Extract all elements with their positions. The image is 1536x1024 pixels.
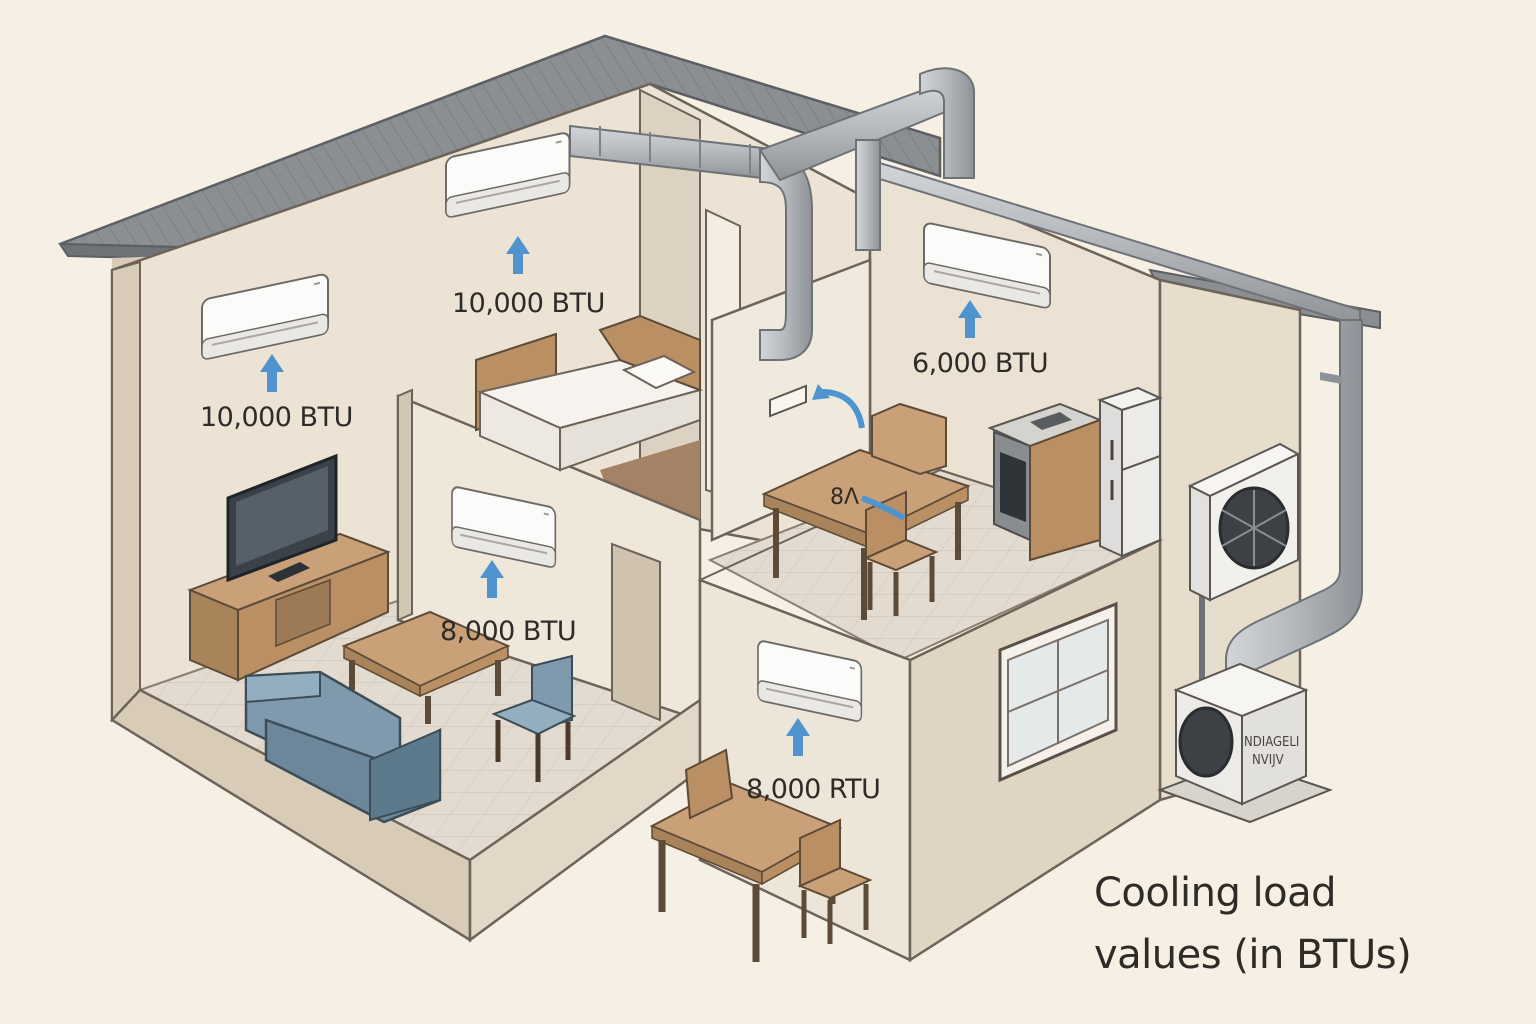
dining-area-load-label: 8,000 RTU	[746, 774, 880, 805]
coffee-table	[341, 610, 511, 724]
armchair	[491, 654, 577, 782]
outdoor-unit-label-line2: NVIJV	[1252, 753, 1284, 768]
dining-table-partial-label: 8Λ	[830, 485, 859, 510]
sofa	[244, 670, 442, 824]
bedroom	[475, 314, 704, 472]
bedroom-load-label: 10,000 BTU	[452, 288, 605, 319]
kitchen-load-label: 6,000 BTU	[912, 348, 1048, 379]
refrigerator	[1097, 386, 1163, 558]
caption-line-1: Cooling load	[1094, 870, 1336, 916]
left-room-load-label: 10,000 BTU	[200, 402, 353, 433]
dining-table-kitchen	[761, 402, 971, 620]
caption-line-2: values (in BTUs)	[1094, 932, 1411, 978]
living-room-load-label: 8,000 BTU	[440, 616, 576, 647]
window	[998, 601, 1118, 783]
outdoor-unit-ground: NDIAGELI NVIJV	[1157, 662, 1333, 824]
tv-stand	[187, 532, 391, 682]
outdoor-unit-label-line1: NDIAGELI	[1244, 735, 1299, 750]
outdoor-unit-wall	[1187, 442, 1301, 602]
ductwork	[569, 67, 1363, 701]
television	[226, 453, 338, 583]
condenser-fan-icon	[1178, 706, 1234, 778]
curved-arrow-icon	[812, 384, 906, 521]
thermostat	[769, 384, 807, 418]
